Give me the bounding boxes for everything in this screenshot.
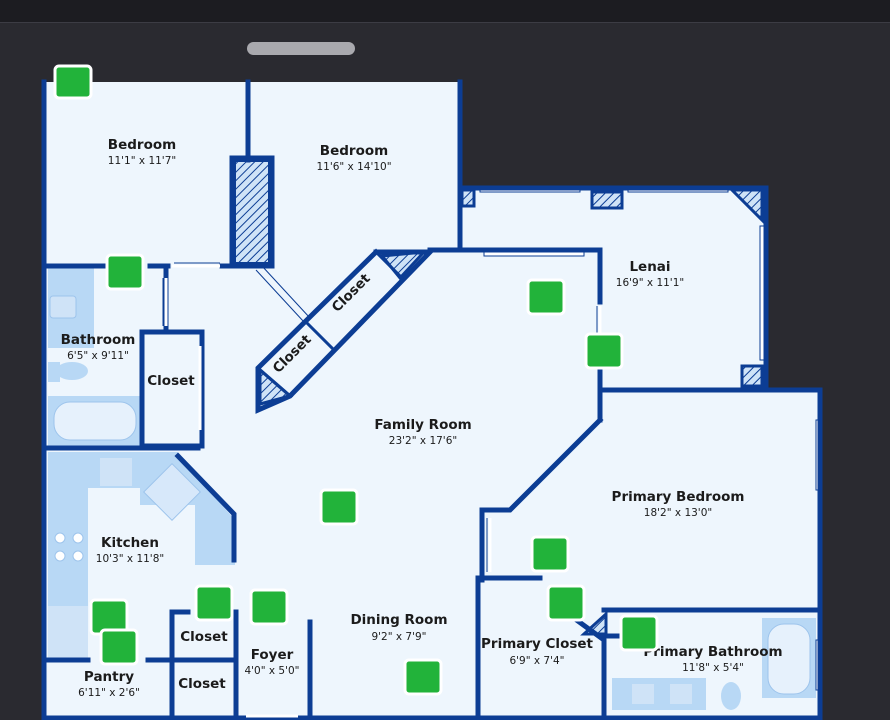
viewpoint-icon[interactable] xyxy=(319,488,359,526)
fixtures xyxy=(48,268,816,710)
viewpoint-icon[interactable] xyxy=(99,628,139,666)
primary-toilet-icon xyxy=(721,682,741,710)
room-dim-pantry: 6'11" x 2'6" xyxy=(78,687,140,699)
room-name-closet-lower: Closet xyxy=(178,676,226,692)
viewpoint-icon[interactable] xyxy=(530,535,570,573)
room-dim-lenai: 16'9" x 11'1" xyxy=(616,277,684,289)
room-name-primary-closet: Primary Closet xyxy=(481,636,594,652)
viewpoint-icon[interactable] xyxy=(53,64,93,100)
room-name-family-room: Family Room xyxy=(374,417,471,433)
room-name-dining-room: Dining Room xyxy=(350,612,447,628)
room-name-primary-bathroom: Primary Bathroom xyxy=(643,644,782,660)
viewpoint-icon[interactable] xyxy=(105,253,145,291)
stove-counter xyxy=(48,488,88,608)
room-dim-primary-bathroom: 11'8" x 5'4" xyxy=(682,662,744,674)
room-dim-bedroom-2: 11'6" x 14'10" xyxy=(316,161,391,173)
stove-icon xyxy=(54,532,84,562)
room-dim-primary-closet: 6'9" x 7'4" xyxy=(509,655,564,667)
viewpoint-icon[interactable] xyxy=(546,584,586,622)
sink-icon xyxy=(143,463,201,521)
viewpoint-icon[interactable] xyxy=(249,588,289,626)
room-dim-bedroom-1: 11'1" x 11'7" xyxy=(108,155,176,167)
room-dim-family-room: 23'2" x 17'6" xyxy=(389,435,457,447)
door-frames xyxy=(162,262,598,572)
room-name-primary-bedroom: Primary Bedroom xyxy=(612,489,745,505)
room-name-kitchen: Kitchen xyxy=(101,535,159,551)
room-dim-bathroom: 6'5" x 9'11" xyxy=(67,350,129,362)
room-dim-primary-bedroom: 18'2" x 13'0" xyxy=(644,507,712,519)
wall-chases xyxy=(232,158,764,636)
viewpoint-hotspots xyxy=(53,64,659,696)
room-dim-kitchen: 10'3" x 11'8" xyxy=(96,553,164,565)
viewpoint-icon[interactable] xyxy=(619,614,659,652)
toilet-icon xyxy=(56,362,88,380)
viewpoint-icon[interactable] xyxy=(194,584,234,622)
room-name-bedroom-2: Bedroom xyxy=(320,143,388,159)
viewpoint-icon[interactable] xyxy=(526,278,566,316)
room-dim-foyer: 4'0" x 5'0" xyxy=(244,665,299,677)
room-dim-dining-room: 9'2" x 7'9" xyxy=(371,631,426,643)
room-name-foyer: Foyer xyxy=(251,647,294,663)
room-name-bathroom: Bathroom xyxy=(61,332,136,348)
drag-handle[interactable] xyxy=(247,42,355,55)
top-bar xyxy=(0,0,890,23)
refrigerator-icon xyxy=(48,606,88,658)
viewpoint-icon[interactable] xyxy=(403,658,443,696)
room-name-lenai: Lenai xyxy=(629,259,670,275)
room-name-bath-closet: Closet xyxy=(147,373,195,389)
room-name-bedroom-1: Bedroom xyxy=(108,137,176,153)
room-name-pantry: Pantry xyxy=(84,669,134,685)
room-name-closet-upper: Closet xyxy=(180,629,228,645)
walls xyxy=(41,79,823,720)
viewpoint-icon[interactable] xyxy=(584,332,624,370)
